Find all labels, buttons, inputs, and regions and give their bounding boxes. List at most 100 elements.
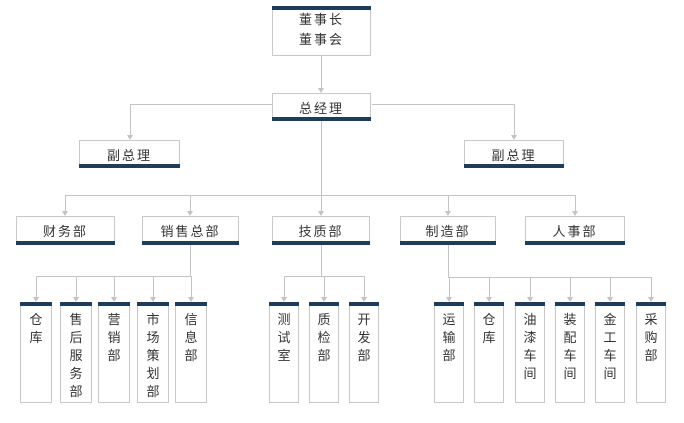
arrow-down-icon	[526, 297, 533, 302]
org-node-label: 技质部	[298, 225, 344, 240]
arrow-down-icon	[485, 297, 492, 302]
connector-line	[190, 245, 191, 276]
org-node-assembly-workshop: 装配车间	[555, 302, 585, 403]
arrow-down-icon	[445, 297, 452, 302]
connector-line	[570, 277, 571, 297]
org-node-after-sales-service: 售后服务部	[60, 302, 92, 403]
org-node-label: 销售总部	[160, 225, 221, 240]
connector-line	[575, 195, 576, 211]
arrow-down-icon	[320, 297, 327, 302]
org-node-information: 信息部	[175, 302, 207, 403]
connector-line	[321, 121, 322, 195]
connector-line	[489, 277, 490, 297]
org-node-market-planning: 市场策划部	[137, 302, 169, 403]
arrow-down-icon	[110, 297, 117, 302]
org-node-label: 信息部	[184, 313, 198, 364]
org-node-dept-finance: 财务部	[16, 216, 115, 245]
connector-line	[372, 104, 514, 105]
org-node-label: 金工车间	[603, 313, 617, 382]
arrow-down-icon	[317, 88, 324, 93]
connector-line	[514, 104, 515, 135]
arrow-down-icon	[149, 297, 156, 302]
connector-line	[448, 277, 651, 278]
org-node-label: 运输部	[442, 313, 456, 364]
arrow-down-icon	[444, 211, 451, 216]
org-node-vice-gm-left: 副总理	[79, 140, 180, 168]
org-node-label: 人事部	[552, 225, 598, 240]
org-node-chairman-board: 董事长 董事会	[272, 6, 371, 56]
arrow-down-icon	[647, 297, 654, 302]
arrow-down-icon	[566, 297, 573, 302]
arrow-down-icon	[317, 211, 324, 216]
arrow-down-icon	[61, 211, 68, 216]
org-node-label: 质检部	[317, 313, 331, 364]
arrow-down-icon	[186, 211, 193, 216]
connector-line	[76, 276, 77, 297]
org-node-label: 营销部	[107, 313, 121, 364]
org-node-label: 副总理	[106, 148, 152, 164]
connector-line	[36, 276, 191, 277]
org-node-label: 总经理	[298, 101, 344, 117]
org-node-dept-hr: 人事部	[525, 216, 625, 245]
arrow-down-icon	[606, 297, 613, 302]
org-node-label: 采购部	[644, 313, 658, 364]
arrow-down-icon	[571, 211, 578, 216]
org-node-label: 董事会	[298, 33, 344, 48]
org-node-warehouse-mfg: 仓库	[474, 302, 504, 403]
org-node-marketing: 营销部	[98, 302, 130, 403]
org-node-transportation: 运输部	[434, 302, 464, 403]
connector-line	[65, 195, 66, 211]
org-node-label: 开发部	[357, 313, 371, 364]
arrow-down-icon	[510, 135, 517, 140]
org-node-dept-manufacturing: 制造部	[400, 216, 496, 245]
connector-line	[114, 276, 115, 297]
org-node-label: 仓库	[29, 313, 43, 346]
org-node-label: 售后服务部	[69, 313, 83, 400]
connector-line	[321, 195, 322, 211]
org-node-label: 测试室	[277, 313, 291, 364]
org-node-dept-sales: 销售总部	[142, 216, 239, 245]
connector-line	[130, 104, 272, 105]
org-node-label: 制造部	[425, 225, 471, 240]
org-node-general-manager: 总经理	[272, 93, 371, 121]
arrow-down-icon	[360, 297, 367, 302]
org-node-quality-inspection: 质检部	[309, 302, 339, 403]
org-node-development: 开发部	[349, 302, 379, 403]
org-node-testing-room: 测试室	[269, 302, 299, 403]
org-node-label: 油漆车间	[523, 313, 537, 382]
connector-line	[153, 276, 154, 297]
connector-line	[530, 277, 531, 297]
arrow-down-icon	[72, 297, 79, 302]
org-node-label: 董事长	[298, 13, 344, 28]
connector-line	[284, 276, 285, 297]
connector-line	[321, 245, 322, 276]
org-node-paint-workshop: 油漆车间	[515, 302, 545, 403]
connector-line	[321, 56, 322, 88]
org-node-label: 装配车间	[563, 313, 577, 382]
org-node-label: 仓库	[482, 313, 496, 346]
connector-line	[448, 245, 449, 277]
org-node-warehouse-sales: 仓库	[20, 302, 52, 403]
org-node-label: 副总理	[491, 148, 537, 164]
org-node-label: 市场策划部	[146, 313, 160, 400]
connector-line	[610, 277, 611, 297]
connector-line	[190, 195, 191, 211]
connector-line	[191, 276, 192, 297]
connector-line	[36, 276, 37, 297]
connector-line	[448, 195, 449, 211]
connector-line	[449, 277, 450, 297]
org-node-procurement: 采购部	[636, 302, 666, 403]
org-node-label: 财务部	[42, 225, 88, 240]
arrow-down-icon	[187, 297, 194, 302]
org-node-vice-gm-right: 副总理	[464, 140, 564, 168]
connector-line	[364, 276, 365, 297]
connector-line	[651, 277, 652, 297]
arrow-down-icon	[280, 297, 287, 302]
connector-line	[65, 195, 575, 196]
connector-line	[130, 104, 131, 135]
org-node-metalwork-workshop: 金工车间	[595, 302, 625, 403]
arrow-down-icon	[32, 297, 39, 302]
org-node-dept-tech-quality: 技质部	[272, 216, 370, 245]
connector-line	[324, 276, 325, 297]
